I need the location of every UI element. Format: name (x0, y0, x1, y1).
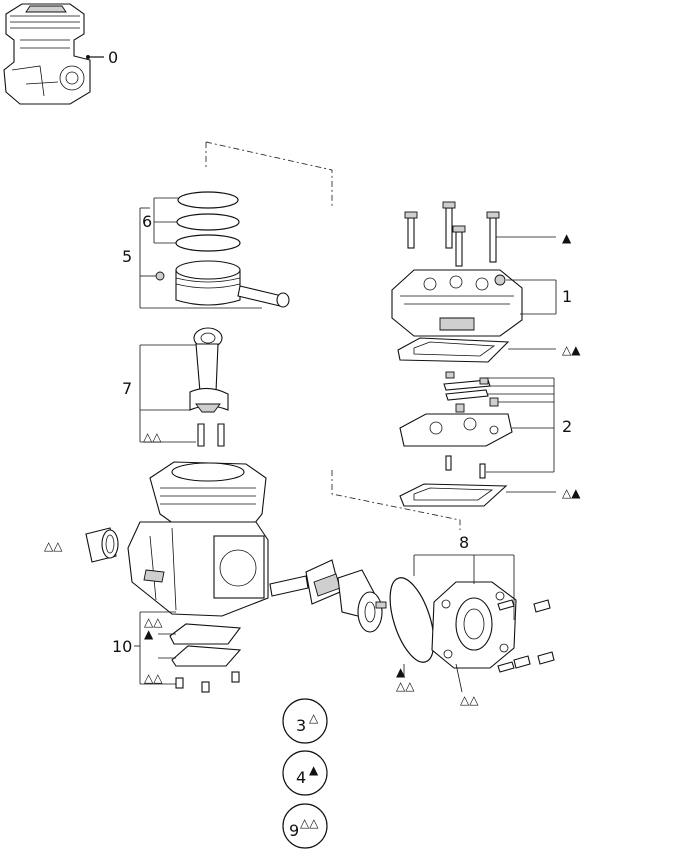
kit-symbol: △ (309, 711, 319, 725)
kit-number: 9 (289, 821, 299, 840)
gasket10-bot-symbol: △△ (144, 671, 163, 685)
head-gasket (397, 337, 510, 363)
callout-0: 0 (108, 48, 118, 67)
crankshaft (269, 559, 387, 633)
piston-pin (237, 285, 290, 308)
kit-badge: 3 △ (282, 698, 328, 744)
callout-10: 10 (112, 637, 132, 656)
conrod-bolts-symbol: △△ (143, 430, 162, 444)
bolts-symbol: ▲ (562, 231, 572, 245)
kit-symbol: △△ (300, 816, 319, 830)
crankcase (127, 461, 269, 617)
valve-plate-pins (445, 455, 486, 479)
cover-bolts (497, 599, 555, 673)
gasket10-top-symbol: △△ (144, 615, 163, 629)
bottom-cover-screws (175, 671, 240, 693)
cylinder-head (391, 269, 523, 337)
assembly-guide-line (205, 141, 461, 530)
bottom-cover-gasket (169, 623, 242, 667)
head-bolts (404, 201, 500, 267)
connecting-rod-bolts (197, 423, 225, 447)
kit-number: 3 (296, 716, 306, 735)
cover-seal-symbol: △△ (460, 693, 479, 707)
bearing-cover (431, 581, 517, 669)
o-ring (389, 577, 435, 663)
kit-symbol: ▲ (309, 763, 319, 777)
oring-solid-symbol: ▲ (396, 665, 406, 679)
main-bearing (85, 527, 119, 563)
callout-1: 1 (562, 287, 572, 306)
valve-plate-gasket-symbol: △▲ (562, 486, 581, 500)
piston (155, 260, 241, 306)
callout-6: 6 (142, 212, 152, 231)
kit-badge: 4 ▲ (282, 750, 328, 796)
callout-5: 5 (122, 247, 132, 266)
gasket10-mid-symbol: ▲ (144, 627, 154, 641)
bearing-symbol: △△ (44, 539, 63, 553)
valve-plate-gasket (399, 483, 508, 507)
kit-badge: 9 △△ (282, 803, 328, 849)
head-gasket-symbol: △▲ (562, 343, 581, 357)
callout-7: 7 (122, 379, 132, 398)
oring-open-symbol: △△ (396, 679, 415, 693)
kit-number: 4 (296, 768, 306, 787)
valve-plate-parts (443, 371, 499, 413)
assembly-thumbnail (3, 3, 91, 105)
valve-plate (399, 413, 513, 447)
callout-2: 2 (562, 417, 572, 436)
connecting-rod (189, 327, 229, 413)
piston-rings (175, 191, 241, 252)
callout-8: 8 (459, 533, 469, 552)
